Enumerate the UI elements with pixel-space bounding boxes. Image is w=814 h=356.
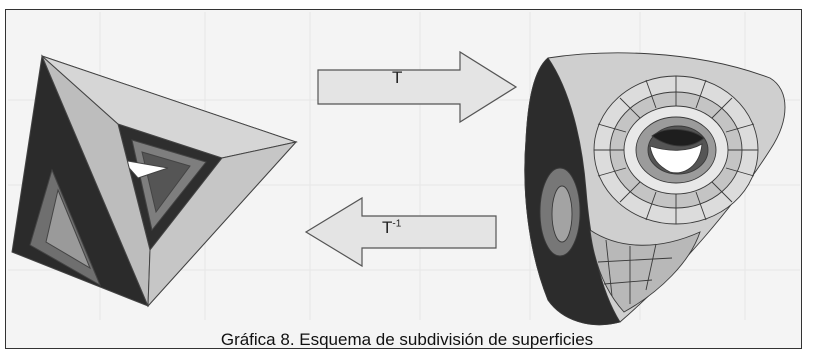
subdivided-smooth-surface-icon	[524, 52, 786, 326]
forward-arrow-label: T	[392, 68, 403, 87]
inverse-arrow-exponent: -1	[392, 218, 402, 230]
inverse-arrow-base: T	[382, 218, 393, 237]
figure-caption: Gráfica 8. Esquema de subdivisión de sup…	[220, 330, 594, 349]
inverse-arrow-label: T-1	[382, 218, 401, 238]
coarse-triangular-mesh-icon	[11, 54, 298, 308]
forward-arrow	[317, 50, 518, 124]
inverse-arrow	[304, 196, 497, 268]
